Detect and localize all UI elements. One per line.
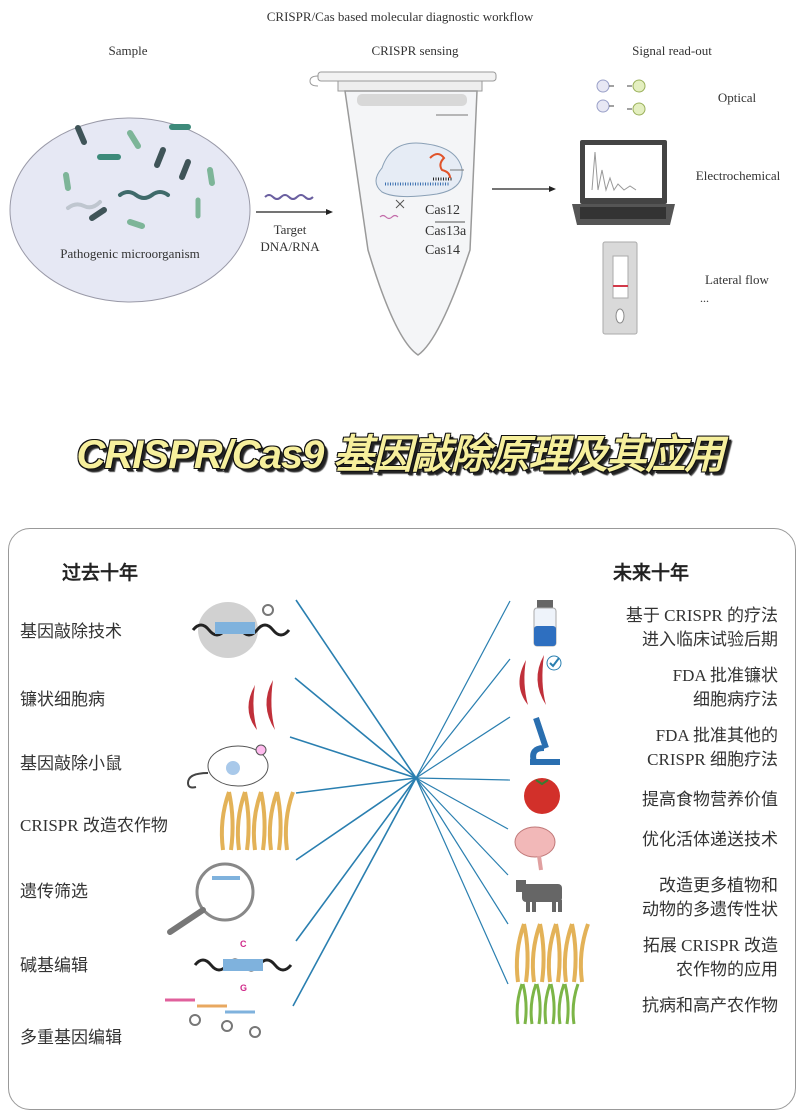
future-item-label: 基于 CRISPR 的疗法进入临床试验后期 (626, 604, 778, 652)
vial-icon (533, 600, 557, 647)
sample-caption: Pathogenic microorganism (60, 246, 199, 261)
microscope-icon (530, 717, 560, 765)
readout-more: ... (700, 291, 709, 305)
connector-line-past (295, 777, 417, 794)
future-item-label: 优化活体递送技术 (642, 828, 778, 852)
readout-heading: Signal read-out (632, 43, 712, 58)
future-item-label: 拓展 CRISPR 改造农作物的应用 (643, 934, 778, 982)
svg-text:G: G (240, 983, 247, 993)
dna-strand-icon (264, 194, 314, 200)
future-item-line1: 优化活体递送技术 (642, 830, 778, 849)
connector-line-past (294, 677, 417, 779)
future-item-label: FDA 批准其他的 CRISPR 细胞疗法 (647, 724, 778, 772)
connector-line-future (415, 777, 509, 985)
past-item-label: 遗传筛选 (20, 882, 88, 901)
brain-icon (514, 826, 556, 871)
cas-14: Cas14 (425, 243, 460, 258)
future-item-line1: 抗病和高产农作物 (642, 996, 778, 1015)
future-item-line1: 基于 CRISPR 的疗法 (625, 606, 778, 625)
target-line2: DNA/RNA (260, 239, 320, 254)
future-item-label: 提高食物营养价值 (642, 788, 778, 812)
multiplex-icon (165, 998, 261, 1038)
wheat-icon (219, 791, 295, 851)
future-item-line2: 农作物的应用 (676, 960, 778, 979)
workflow-title: CRISPR/Cas based molecular diagnostic wo… (266, 9, 534, 24)
tomato-icon (524, 778, 560, 814)
green-crop-icon (515, 983, 580, 1025)
cas-12: Cas12 (425, 203, 460, 218)
workflow-illustration: Pathogenic microorganism Cas12 Cas13a Ca… (9, 71, 781, 356)
past-item-label: 镰状细胞病 (20, 690, 105, 709)
future-item-line1: 改造更多植物和 (659, 876, 778, 895)
sickle-cell-check-icon (519, 655, 562, 705)
past-item-label: 多重基因编辑 (20, 1028, 122, 1047)
future-item-line2: 动物的多遗传性状 (642, 900, 778, 919)
target-label: Target DNA/RNA (255, 221, 325, 255)
future-item-line2: CRISPR 细胞疗法 (647, 750, 778, 769)
future-item-line2: 进入临床试验后期 (642, 630, 778, 649)
past-item-label: 碱基编辑 (20, 956, 88, 975)
past-heading: 过去十年 (62, 562, 139, 584)
connector-line-past (295, 777, 417, 942)
connector-line-past (292, 777, 417, 1007)
connector-line-future (415, 777, 509, 830)
connector-line-future (415, 658, 511, 779)
wheat-icon (514, 923, 590, 983)
readout-electrochemical: Electrochemical (696, 168, 781, 183)
bacteria-icon (63, 124, 215, 229)
optical-probe-icon (596, 79, 646, 116)
future-item-label: FDA 批准镰状细胞病疗法 (673, 664, 778, 712)
future-item-line1: 提高食物营养价值 (642, 790, 778, 809)
magnifier-icon (167, 862, 255, 935)
main-title: CRISPR/Cas9 基因敲除原理及其应用 (76, 433, 725, 477)
readout-lateral-flow: Lateral flow (705, 272, 769, 287)
decade-illustration: CG (165, 599, 590, 1038)
cas-13a: Cas13a (425, 224, 467, 239)
svg-text:C: C (240, 939, 247, 949)
arrow-head-icon (326, 209, 333, 215)
sickle-cell-icon (248, 680, 275, 730)
crispr-dna-icon (191, 602, 291, 658)
connector-line-future (415, 777, 509, 925)
connector-line-past (295, 777, 417, 861)
connector-line-past (295, 599, 417, 779)
past-item-label: CRISPR 改造农作物 (20, 816, 168, 835)
past-item-label: 基因敲除技术 (20, 622, 122, 641)
arrow-head-icon (549, 186, 556, 192)
future-item-line1: FDA 批准镰状 (672, 666, 778, 685)
laptop-icon (572, 140, 675, 225)
lateral-flow-strip-icon (602, 241, 638, 335)
future-item-label: 抗病和高产农作物 (642, 994, 778, 1018)
future-item-line2: 细胞病疗法 (693, 690, 778, 709)
past-item-label: 基因敲除小鼠 (20, 754, 122, 773)
sample-heading: Sample (108, 43, 148, 58)
readout-optical: Optical (718, 90, 757, 105)
connector-line-future (415, 716, 511, 779)
tube-icon (309, 71, 497, 356)
connector-line-future (415, 777, 509, 876)
sensing-heading: CRISPR sensing (371, 43, 459, 58)
base-edit-dna-icon: CG (193, 939, 293, 993)
target-line1: Target (273, 222, 307, 237)
mouse-icon (186, 744, 269, 789)
cow-icon (516, 880, 562, 912)
future-item-label: 改造更多植物和动物的多遗传性状 (642, 874, 778, 922)
connector-line-past (289, 736, 417, 779)
connector-line-future (415, 600, 511, 779)
future-item-line1: 拓展 CRISPR 改造 (642, 936, 778, 955)
connector-line-future (415, 777, 511, 781)
future-heading: 未来十年 (613, 562, 690, 584)
future-item-line1: FDA 批准其他的 (655, 726, 778, 745)
